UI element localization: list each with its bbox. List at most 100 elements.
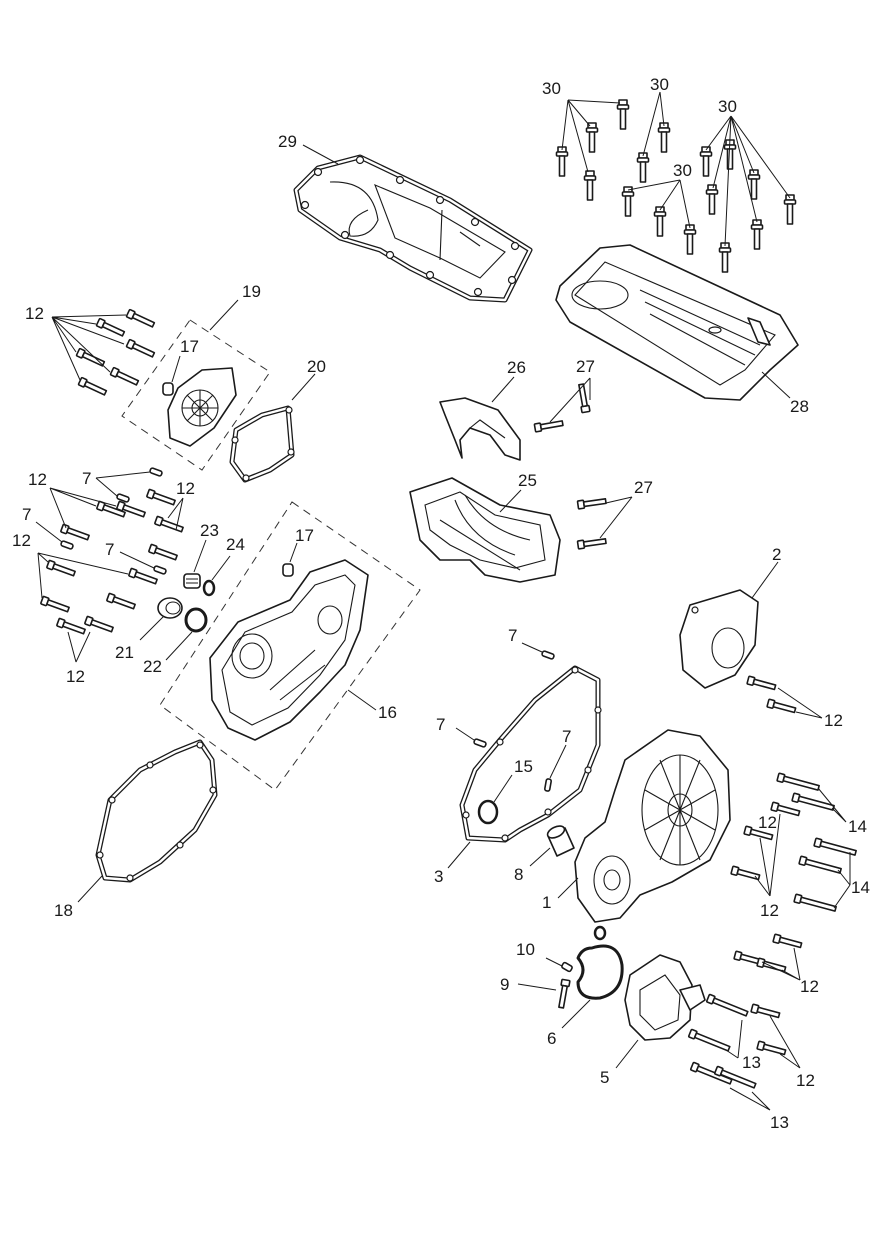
leader-10 [545,957,563,967]
dowel-17-lower [282,563,294,577]
label-15: 15 [514,757,533,776]
leader-25 [499,489,522,513]
label-8: 8 [514,865,523,884]
cam-cover-28 [555,244,799,401]
leader-13-b [729,1087,771,1111]
label-17-b: 17 [295,526,314,545]
label-13-a: 13 [742,1053,761,1072]
label-12-f: 12 [824,711,843,730]
label-23: 23 [200,521,219,540]
gasket-18 [95,739,218,883]
label-7-c: 7 [105,540,114,559]
label-29: 29 [278,132,297,151]
label-7-f: 7 [562,727,571,746]
leader-12-d [37,552,129,599]
leader-29 [302,144,339,165]
gasket-20 [229,405,295,483]
bolt-12-lower-right-group [733,933,803,1057]
label-30-c: 30 [718,97,737,116]
dashed-outline-16 [159,501,421,791]
leader-12-j [769,1015,801,1069]
leader-24 [211,555,231,581]
sleeve-8 [546,825,575,857]
leader-22 [165,631,193,661]
label-6: 6 [547,1029,556,1048]
leader-12-i [761,947,801,981]
label-12-c: 12 [176,479,195,498]
pump-cover-5 [624,954,706,1041]
leader-17-b [289,542,298,563]
label-12-d: 12 [12,531,31,550]
leader-1 [557,877,579,899]
o-ring-22 [184,607,208,633]
plate-2 [679,589,759,689]
leader-14 [817,787,851,909]
label-22: 22 [143,657,162,676]
label-7-e: 7 [436,715,445,734]
cam-cover-gasket-29 [293,154,533,303]
leader-2 [751,561,779,599]
label-9: 9 [500,975,509,994]
cover-16 [209,559,369,741]
seal-21 [157,597,183,619]
label-12-a: 12 [25,304,44,323]
plug-23 [183,573,201,589]
label-21: 21 [115,643,134,662]
label-26: 26 [507,358,526,377]
leader-12-g [754,813,781,897]
label-30-b: 30 [650,75,669,94]
leader-28 [761,371,791,399]
leader-18 [77,875,103,903]
label-14-b: 14 [851,878,870,897]
bolt-14-group [776,772,858,914]
leader-9 [517,983,557,991]
label-7-a: 7 [82,469,91,488]
label-12-b: 12 [28,470,47,489]
leader-12-e [67,631,91,663]
label-13-b: 13 [770,1113,789,1132]
label-16: 16 [378,703,397,722]
o-ring-6 [576,925,624,1000]
label-17-a: 17 [180,337,199,356]
label-20: 20 [307,357,326,376]
label-30-a: 30 [542,79,561,98]
cover-19 [167,367,237,447]
leader-12-a [51,314,127,381]
leader-17-a [171,355,181,383]
leader-21 [139,615,165,641]
leader-13-a [725,1019,743,1059]
leader-12-c [167,497,184,531]
label-30-d: 30 [673,161,692,180]
label-27-a: 27 [576,357,595,376]
leader-23 [193,539,207,573]
leader-19 [209,299,239,331]
label-10: 10 [516,940,535,959]
engine-cover-1 [574,729,731,923]
label-12-j: 12 [796,1071,815,1090]
leader-20 [291,373,316,401]
leader-16 [347,689,377,711]
housing-25 [409,477,561,583]
leader-12-f [777,687,823,719]
leader-8 [529,847,551,867]
leader-27 [549,377,633,539]
label-27-b: 27 [634,478,653,497]
label-18: 18 [54,901,73,920]
o-ring-15 [477,799,499,825]
label-14-a: 14 [848,817,867,836]
leader-6 [561,999,591,1029]
label-12-i: 12 [800,977,819,996]
leader-12-b [49,487,117,529]
label-2: 2 [772,545,781,564]
washer-10 [561,961,573,973]
dowel-17-upper [162,382,174,396]
leader-3 [447,841,471,869]
label-19: 19 [242,282,261,301]
label-12-e: 12 [66,667,85,686]
label-1: 1 [542,893,551,912]
bolt-13-group [687,993,758,1091]
label-7-d: 7 [508,626,517,645]
label-28: 28 [790,397,809,416]
leader-26 [491,376,515,403]
